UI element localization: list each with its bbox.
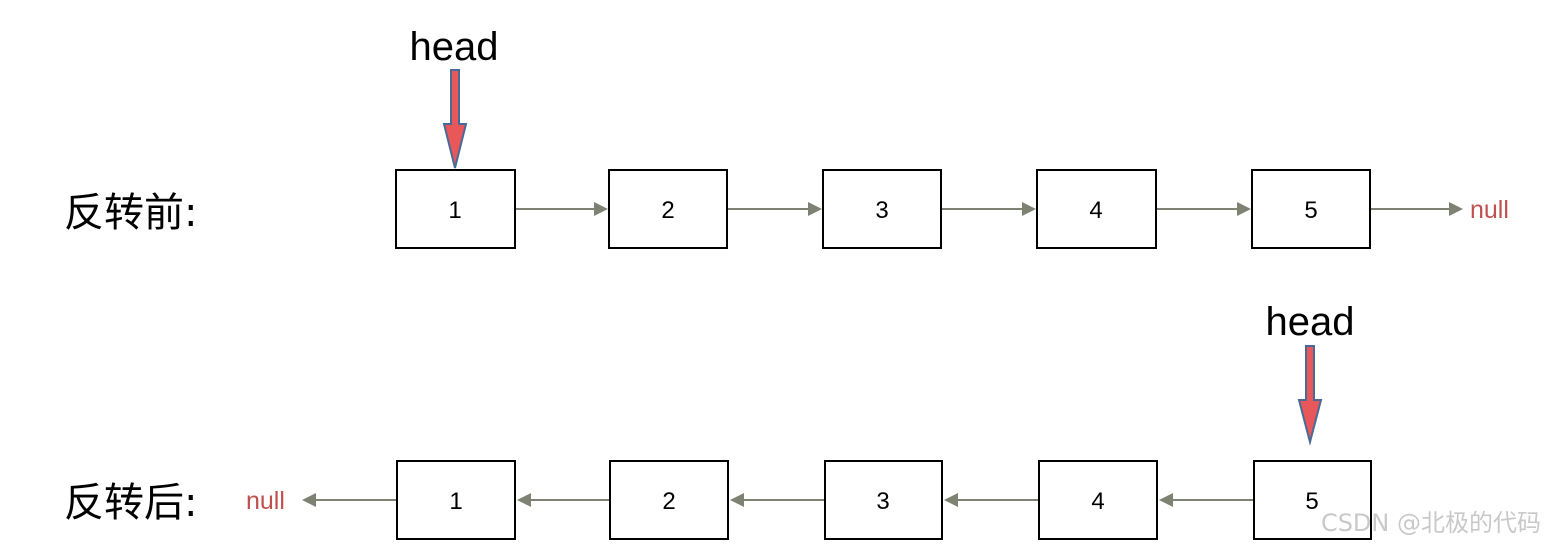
- before-node-1-value: 1: [448, 197, 461, 224]
- before-node-3-value: 3: [875, 197, 888, 224]
- after-node-2-value: 2: [662, 488, 675, 515]
- after-node-2: 2: [609, 460, 729, 540]
- before-head-pointer-arrow: [442, 69, 468, 169]
- before-link-5-null: [1371, 202, 1463, 216]
- after-link-2-1: [517, 493, 609, 507]
- after-head-pointer-arrow: [1297, 345, 1323, 446]
- after-node-4: 4: [1038, 460, 1158, 540]
- before-link-3-4: [942, 202, 1036, 216]
- after-node-3-value: 3: [876, 488, 889, 515]
- before-node-4: 4: [1036, 169, 1157, 249]
- after-node-1-value: 1: [449, 488, 462, 515]
- before-node-5: 5: [1251, 169, 1371, 249]
- after-node-3: 3: [824, 460, 943, 540]
- before-node-4-value: 4: [1089, 197, 1102, 224]
- before-node-3: 3: [822, 169, 942, 249]
- after-node-1: 1: [396, 460, 516, 540]
- before-row-label: 反转前:: [64, 190, 197, 236]
- before-link-2-3: [728, 202, 822, 216]
- csdn-watermark: CSDN @北极的代码: [1321, 509, 1541, 537]
- before-node-1: 1: [395, 169, 516, 249]
- after-node-4-value: 4: [1091, 488, 1104, 515]
- after-node-5: 5: [1253, 460, 1372, 540]
- before-link-4-5: [1157, 202, 1251, 216]
- before-node-2-value: 2: [661, 197, 674, 224]
- before-link-1-2: [516, 202, 608, 216]
- after-head-label: head: [1266, 300, 1355, 344]
- after-row-label: 反转后:: [64, 480, 197, 526]
- after-link-5-4: [1159, 493, 1253, 507]
- after-link-4-3: [944, 493, 1038, 507]
- before-null-label: null: [1470, 196, 1509, 224]
- before-head-label: head: [410, 25, 499, 69]
- after-node-5-value: 5: [1305, 488, 1318, 515]
- before-node-5-value: 5: [1304, 197, 1317, 224]
- after-null-label: null: [246, 487, 285, 515]
- before-node-2: 2: [608, 169, 728, 249]
- after-link-1-null: [302, 493, 396, 507]
- after-link-3-2: [730, 493, 824, 507]
